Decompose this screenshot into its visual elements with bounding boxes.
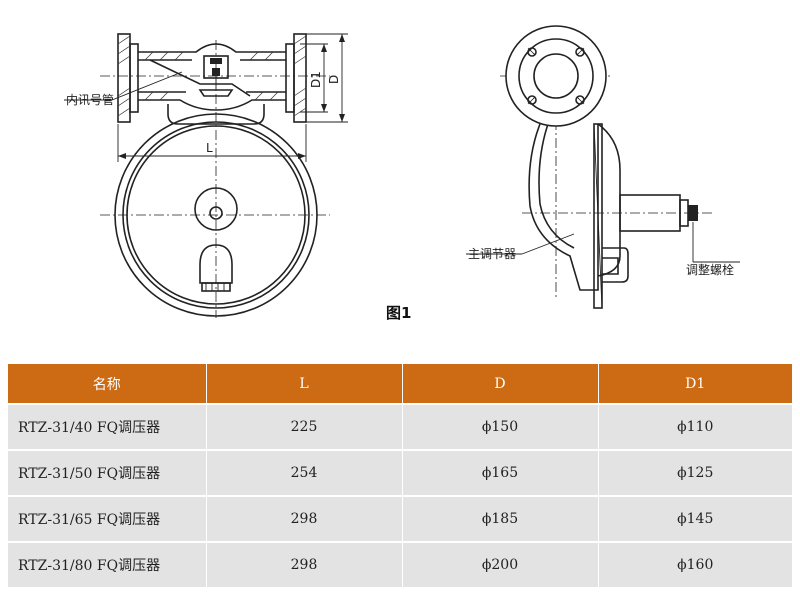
header-L: L	[206, 364, 403, 404]
cell-D1: ϕ145	[598, 495, 792, 542]
diaphragm-housing	[114, 113, 318, 317]
cell-D1: ϕ110	[598, 403, 792, 450]
cell-name: RTZ-31/50 FQ调压器	[8, 449, 207, 496]
table-row: RTZ-31/65 FQ调压器 298 ϕ185 ϕ145	[8, 495, 792, 542]
table-header-row: 名称 L D D1	[8, 364, 792, 404]
regulator-drawing: L D1 D 内讯号管	[64, 25, 740, 322]
header-D1: D1	[598, 364, 792, 404]
cell-D: ϕ200	[402, 541, 599, 587]
table-row: RTZ-31/40 FQ调压器 225 ϕ150 ϕ110	[8, 403, 792, 450]
cell-D1: ϕ125	[598, 449, 792, 496]
flange-face	[505, 25, 607, 127]
cell-D1: ϕ160	[598, 541, 792, 587]
table-row: RTZ-31/80 FQ调压器 298 ϕ200 ϕ160	[8, 541, 792, 587]
cell-L: 298	[206, 541, 403, 587]
header-name: 名称	[8, 364, 207, 404]
cell-name: RTZ-31/80 FQ调压器	[8, 541, 207, 587]
cell-L: 225	[206, 403, 403, 450]
dimension-D-label: D	[327, 75, 341, 84]
cell-name: RTZ-31/65 FQ调压器	[8, 495, 207, 542]
front-view: L D1 D 内讯号管	[64, 33, 348, 318]
valve-body	[117, 33, 307, 123]
cell-name: RTZ-31/40 FQ调压器	[8, 403, 207, 450]
adjusting-bolt-label: 调整螺栓	[686, 262, 734, 277]
cell-L: 254	[206, 449, 403, 496]
table-row: RTZ-31/50 FQ调压器 254 ϕ165 ϕ125	[8, 449, 792, 496]
cell-D: ϕ185	[402, 495, 599, 542]
dimension-L-label: L	[206, 141, 213, 155]
cell-L: 298	[206, 495, 403, 542]
cell-D: ϕ150	[402, 403, 599, 450]
dimension-table: 名称 L D D1 RTZ-31/40 FQ调压器 225 ϕ150 ϕ110 …	[8, 364, 792, 587]
cell-D: ϕ165	[402, 449, 599, 496]
header-D: D	[402, 364, 599, 404]
figure-caption: 图1	[386, 304, 411, 322]
inner-signal-pipe-label: 内讯号管	[66, 92, 114, 107]
adjusting-tube	[619, 194, 698, 232]
dimension-D1-label: D1	[309, 71, 323, 88]
side-view: 主调节器 调整螺栓	[466, 25, 740, 309]
main-regulator-label: 主调节器	[468, 247, 516, 261]
regulator-body-side	[528, 123, 629, 309]
